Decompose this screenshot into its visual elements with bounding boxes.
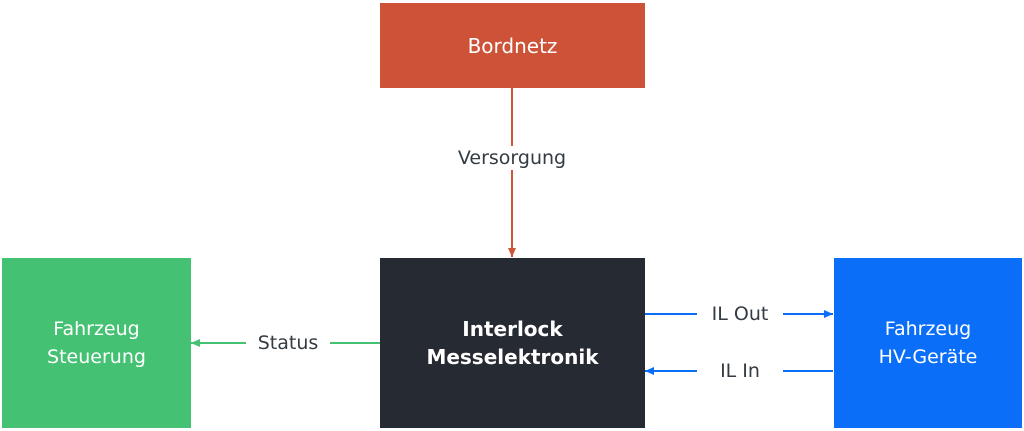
hv-label-line1: Fahrzeug [884, 318, 972, 340]
il-in-label: IL In [697, 359, 783, 383]
interlock-label-line1: Interlock [462, 317, 563, 341]
steuerung-box: Fahrzeug Steuerung [2, 258, 191, 428]
status-label: Status [246, 331, 330, 355]
bordnetz-box: Bordnetz [380, 3, 645, 88]
steuerung-label-line1: Fahrzeug [53, 318, 140, 340]
interlock-box: Interlock Messelektronik [380, 258, 645, 428]
versorgung-label: Versorgung [452, 146, 572, 170]
hv-box: Fahrzeug HV-Geräte [834, 258, 1022, 428]
il-out-label: IL Out [697, 302, 783, 326]
steuerung-label-line2: Steuerung [47, 346, 146, 368]
interlock-label-line2: Messelektronik [426, 345, 599, 369]
bordnetz-label: Bordnetz [467, 33, 558, 58]
hv-label-line2: HV-Geräte [878, 346, 978, 368]
